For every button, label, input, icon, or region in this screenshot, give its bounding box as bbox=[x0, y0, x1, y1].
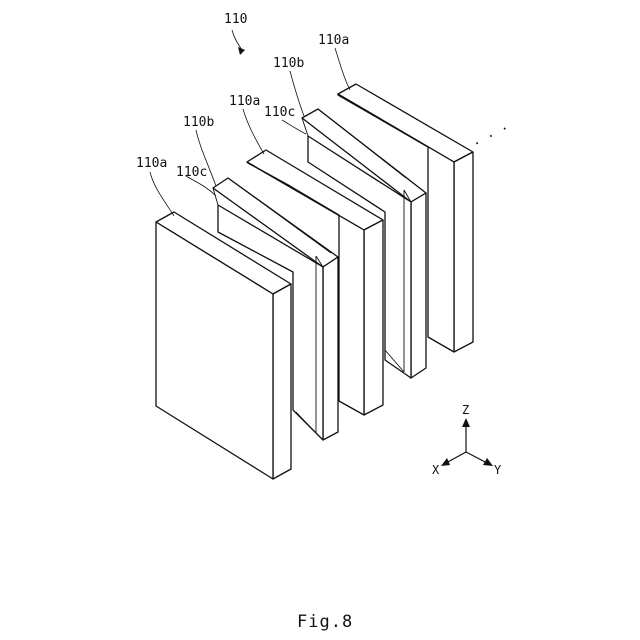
ref-plate-a-middle: 110a bbox=[229, 94, 260, 109]
axis-x-label: X bbox=[432, 463, 440, 477]
continuation-ellipsis: · · · bbox=[471, 121, 513, 153]
ref-sep-c-front: 110c bbox=[176, 165, 207, 180]
ref-sep-b-front: 110b bbox=[183, 115, 214, 130]
assembly-ref-arrow bbox=[232, 30, 242, 50]
assembly-ref-arrowhead bbox=[238, 47, 245, 55]
ref-sep-c-back: 110c bbox=[264, 105, 295, 120]
ref-plate-a-back: 110a bbox=[318, 33, 349, 48]
leader-sep-c-back bbox=[282, 120, 306, 134]
leader-plate-a-back bbox=[335, 48, 350, 90]
z-arrowhead bbox=[462, 418, 470, 427]
x-arrowhead bbox=[441, 458, 450, 466]
figure-caption: Fig.8 bbox=[297, 612, 353, 632]
axis-y-label: Y bbox=[494, 463, 502, 477]
leader-plate-a-middle bbox=[243, 109, 264, 154]
ref-plate-a-front: 110a bbox=[136, 156, 167, 171]
ref-sep-b-back: 110b bbox=[273, 56, 304, 71]
coordinate-axes: Z X Y bbox=[432, 403, 502, 477]
leader-plate-a-front bbox=[150, 172, 174, 216]
assembly-ref-label: 110 bbox=[224, 12, 247, 27]
axis-z-label: Z bbox=[462, 403, 469, 417]
